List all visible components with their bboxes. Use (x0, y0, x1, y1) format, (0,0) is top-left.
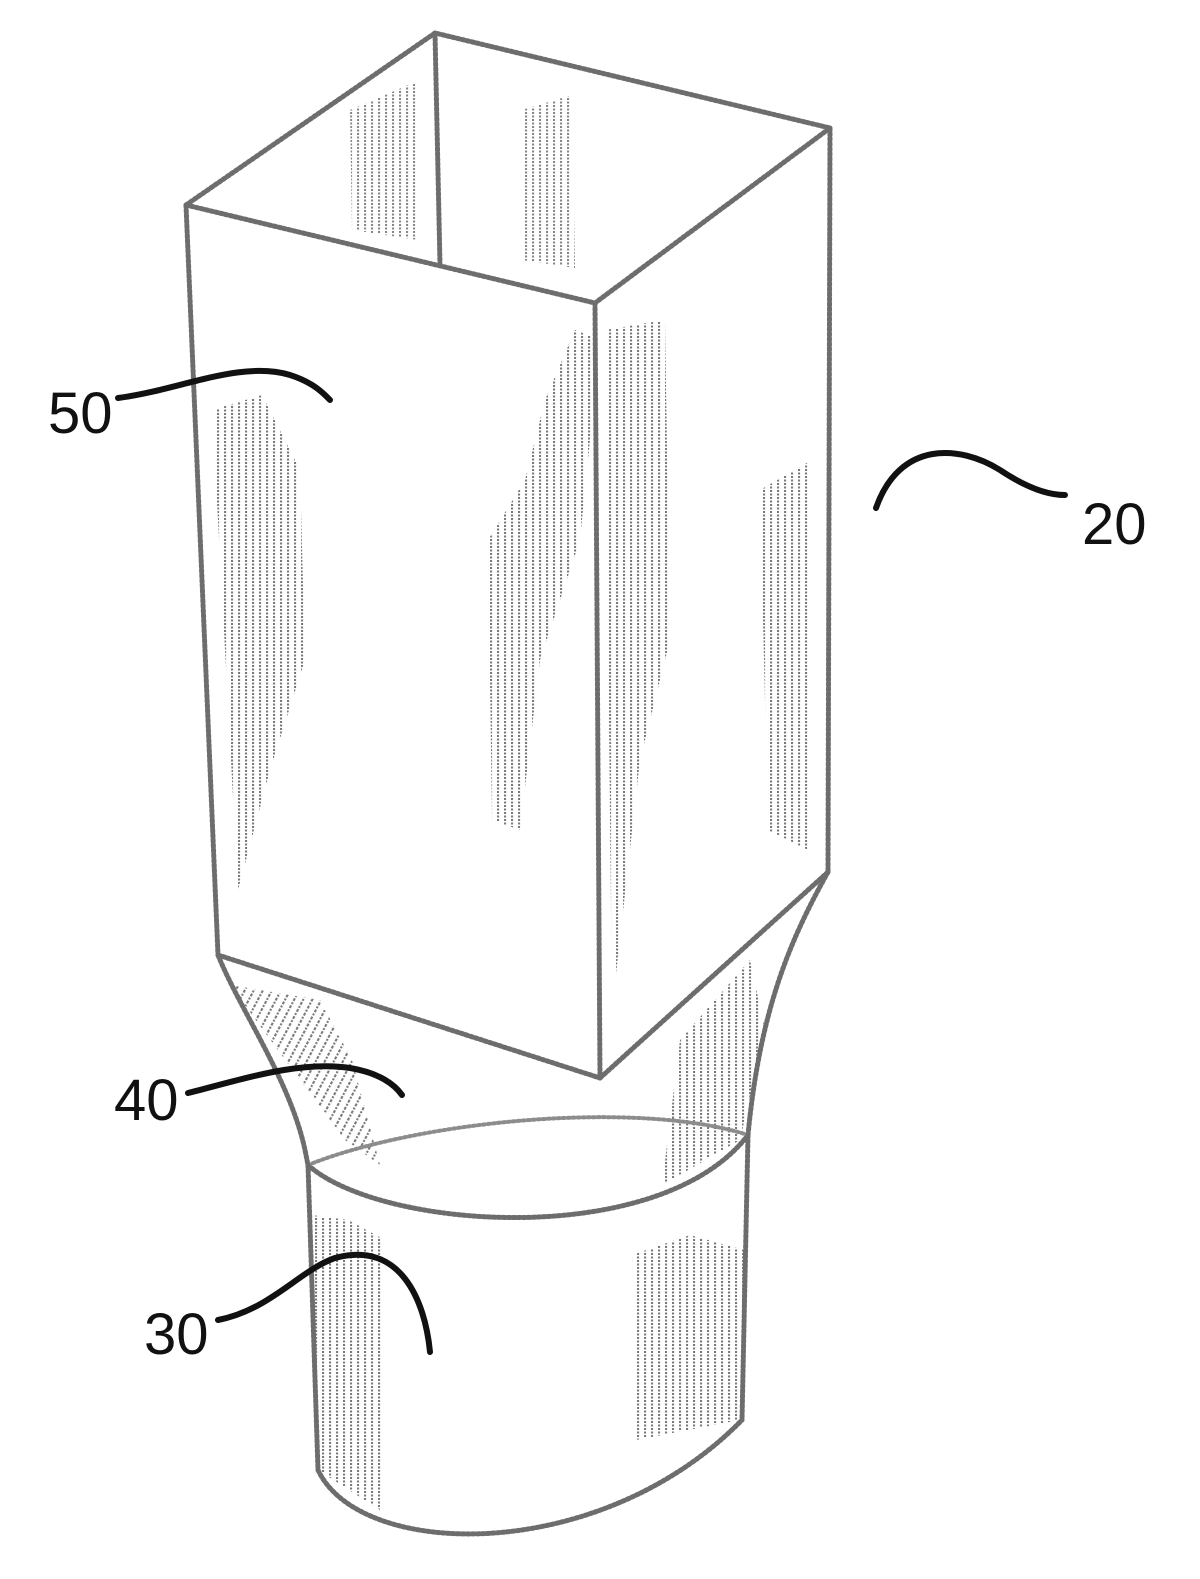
leader-40 (185, 1063, 405, 1098)
ref-label-40: 40 (114, 1068, 179, 1133)
leader-30 (215, 1251, 433, 1355)
leader-20 (873, 450, 1068, 511)
leader-50 (115, 367, 333, 403)
leader-lines (115, 367, 1068, 1355)
outline (183, 30, 833, 1537)
reference-numerals: 20 50 40 30 (48, 381, 1147, 1367)
ref-label-20: 20 (1082, 492, 1147, 557)
ref-label-30: 30 (144, 1302, 209, 1367)
ref-label-50: 50 (48, 381, 113, 446)
shading (212, 80, 812, 1510)
